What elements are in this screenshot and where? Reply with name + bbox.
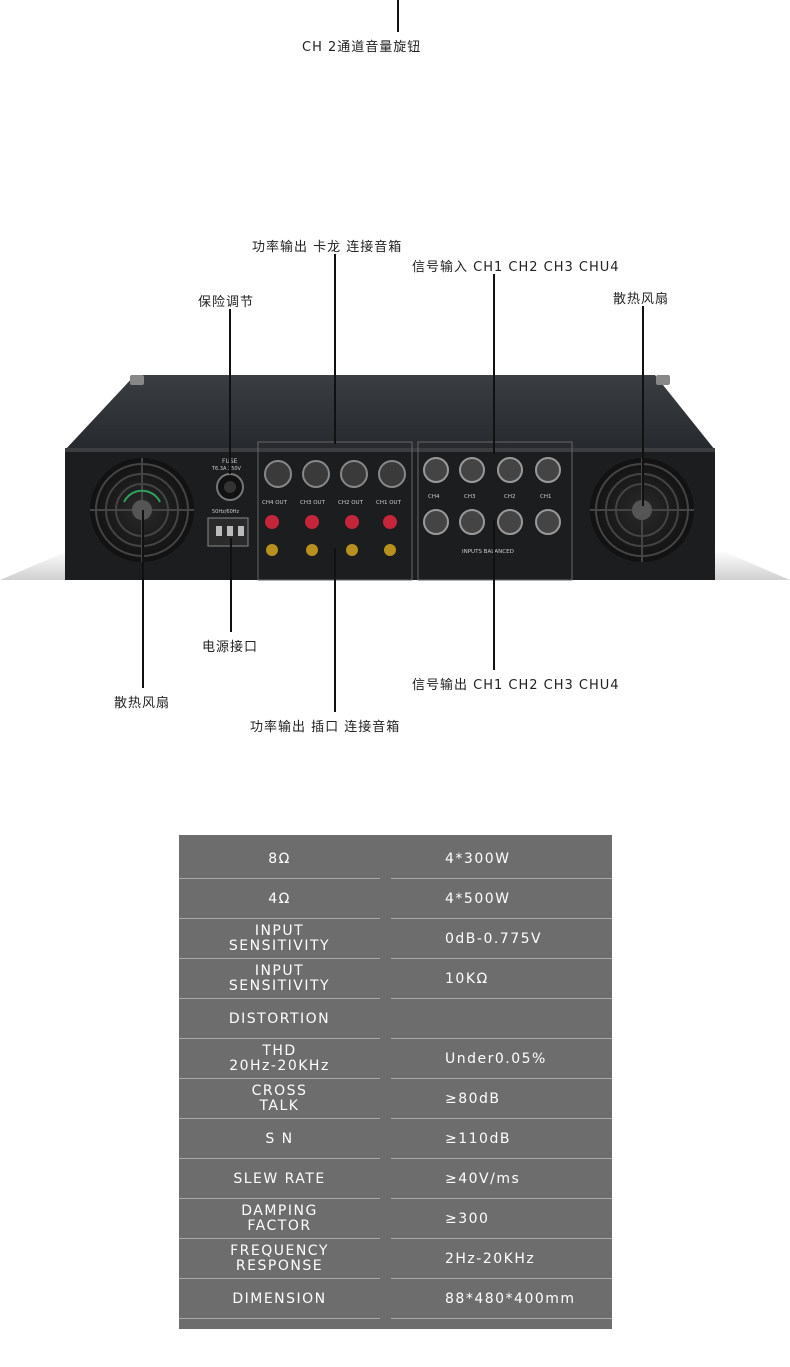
spec-divider [179, 1238, 380, 1239]
label-fuse: 保险调节 [198, 295, 255, 310]
panel-out-label: CH1 OUT [376, 500, 402, 506]
panel-in-label: CH4 [428, 494, 440, 500]
spec-key: FREQUENCY RESPONSE [230, 1243, 329, 1274]
spec-divider [391, 878, 612, 879]
top-caption: CH 2通道音量旋钮 [302, 40, 422, 55]
xlr-input-icon [423, 457, 561, 483]
panel-in-label: CH3 [464, 494, 476, 500]
spec-divider [391, 1158, 612, 1159]
label-power-socket: 电源接口 [202, 640, 259, 655]
label-power-out-binding: 功率输出 插口 连接音箱 [250, 720, 401, 735]
spec-row: S N ≥110dB [179, 1119, 612, 1159]
leader-fan-left [142, 510, 144, 688]
spec-divider [179, 878, 380, 879]
amplifier-rear-panel: FUSE T6.3A 250V 50Hz/60Hz CH4 OUT CH3 OU… [0, 375, 790, 581]
label-signal-in: 信号输入 CH1 CH2 CH3 CHU4 [412, 260, 620, 275]
spec-divider [391, 958, 612, 959]
spec-value: Under0.05% [445, 1050, 547, 1067]
leader-power-socket [230, 538, 232, 632]
spec-value: 4*300W [445, 850, 511, 867]
panel-inputs-text: INPUTS BALANCED [462, 549, 514, 555]
spec-value: ≥40V/ms [445, 1170, 521, 1187]
spec-divider [391, 918, 612, 919]
spec-divider [391, 1318, 612, 1319]
spec-value: 88*480*400mm [445, 1290, 576, 1307]
panel-out-label: CH3 OUT [300, 500, 326, 506]
label-signal-out: 信号输出 CH1 CH2 CH3 CHU4 [412, 678, 620, 693]
panel-in-label: CH1 [540, 494, 551, 500]
spec-value: 0dB-0.775V [445, 930, 543, 947]
label-power-out-speakon: 功率输出 卡龙 连接音箱 [252, 240, 403, 255]
spec-row: CROSS TALK ≥80dB [179, 1079, 612, 1119]
spec-value [391, 999, 612, 1039]
fuse-holder-icon [216, 473, 244, 501]
label-fan-left: 散热风扇 [114, 696, 171, 711]
spec-value: ≥110dB [445, 1130, 511, 1147]
spec-key: THD 20Hz-20KHz [229, 1043, 330, 1074]
spec-value: ≥80dB [445, 1090, 501, 1107]
panel-in-label: CH2 [504, 494, 515, 500]
power-socket-icon [207, 517, 249, 547]
spec-divider [391, 1198, 612, 1199]
spec-row: 8Ω 4*300W [179, 839, 612, 879]
spec-divider [179, 1318, 380, 1319]
spec-value: 10KΩ [445, 970, 489, 987]
spec-divider [179, 918, 380, 919]
spec-divider [391, 1118, 612, 1119]
spec-key: SLEW RATE [233, 1170, 326, 1187]
spec-divider [179, 1278, 380, 1279]
panel-ac-freq: 50Hz/60Hz [212, 509, 240, 515]
spec-key: DISTORTION [228, 1010, 331, 1027]
leader-speakon [334, 254, 336, 444]
spec-row: DIMENSION 88*480*400mm [179, 1279, 612, 1319]
spec-value: 2Hz-20KHz [445, 1250, 536, 1267]
spec-row: DISTORTION [179, 999, 612, 1039]
spec-key: DIMENSION [232, 1290, 327, 1307]
leader-binding [334, 548, 336, 712]
spec-row: DAMPING FACTOR ≥300 [179, 1199, 612, 1239]
spec-divider [179, 958, 380, 959]
spec-divider [179, 1118, 380, 1119]
spec-key: 8Ω [268, 850, 291, 867]
spec-row: SLEW RATE ≥40V/ms [179, 1159, 612, 1199]
spec-key: S N [265, 1130, 294, 1147]
xlr-panel [417, 441, 573, 581]
spec-value: ≥300 [445, 1210, 490, 1227]
panel-out-label: CH2 OUT [338, 500, 364, 506]
spec-key: CROSS TALK [251, 1083, 308, 1114]
top-leader-line [397, 0, 399, 32]
spec-divider [179, 1078, 380, 1079]
spec-key: INPUT SENSITIVITY [228, 923, 331, 954]
spec-divider [391, 1078, 612, 1079]
leader-fuse [229, 309, 231, 474]
leader-signal-out [493, 520, 495, 670]
spec-row: FREQUENCY RESPONSE 2Hz-20KHz [179, 1239, 612, 1279]
spec-row: 4Ω 4*500W [179, 879, 612, 919]
spec-table: 8Ω 4*300W 4Ω 4*500W INPUT SENSITIVITY 0dB-0.7… [179, 835, 612, 1329]
spec-key: DAMPING FACTOR [241, 1203, 318, 1234]
spec-divider [391, 998, 612, 999]
spec-divider [179, 1198, 380, 1199]
speakon-connector-icon [264, 460, 406, 488]
spec-divider [179, 1038, 380, 1039]
binding-post-icon [265, 515, 397, 556]
spec-key: INPUT SENSITIVITY [228, 963, 331, 994]
spec-divider [391, 1238, 612, 1239]
leader-fan-right [642, 306, 644, 506]
spec-row: INPUT SENSITIVITY 0dB-0.775V [179, 919, 612, 959]
spec-key: 4Ω [268, 890, 291, 907]
leader-signal-in [493, 274, 495, 454]
spec-row: THD 20Hz-20KHz Under0.05% [179, 1039, 612, 1079]
xlr-output-icon [423, 509, 561, 535]
spec-divider [179, 998, 380, 999]
spec-divider [391, 1038, 612, 1039]
spec-row: INPUT SENSITIVITY 10KΩ [179, 959, 612, 999]
panel-out-label: CH4 OUT [262, 500, 288, 506]
spec-divider [179, 1158, 380, 1159]
panel-fuse-rating: T6.3A 250V [211, 466, 242, 472]
label-fan-right: 散热风扇 [613, 292, 670, 307]
spec-value: 4*500W [445, 890, 511, 907]
spec-divider [391, 1278, 612, 1279]
